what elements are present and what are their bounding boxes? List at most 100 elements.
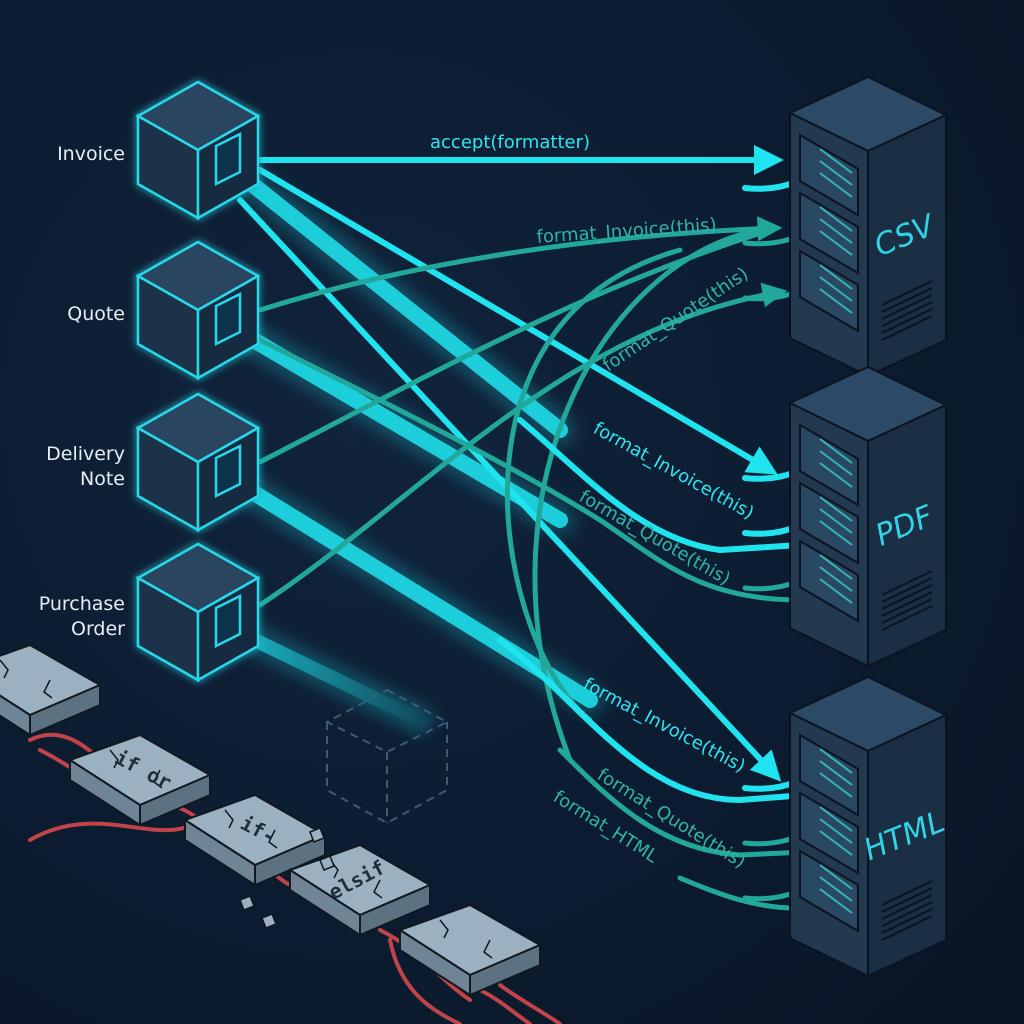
cube-port — [214, 291, 242, 347]
server-slot-code-line — [819, 450, 853, 476]
element-cube-purchase-order — [135, 542, 261, 683]
rubble-crack — [0, 659, 53, 699]
dispatch-beam — [221, 620, 427, 727]
formatter-server-csv: CSV — [787, 75, 949, 378]
message-arrows — [237, 145, 834, 911]
server-slot — [799, 849, 859, 933]
server-vent — [881, 887, 933, 913]
server-slot-code-line — [819, 806, 853, 832]
rubble-fragment — [319, 855, 335, 871]
server-slot-code-line — [819, 520, 853, 546]
server-slot-code-line — [819, 462, 853, 488]
html-quote-curve — [557, 747, 808, 858]
server-vent — [881, 598, 933, 624]
cube-port — [214, 593, 242, 649]
server-slot-code-line — [819, 864, 853, 890]
invoice-to-pdf-arrow — [257, 167, 778, 475]
server-slot-code-line — [819, 172, 853, 198]
server-vent — [881, 908, 933, 934]
server-slot-code-line — [819, 554, 853, 580]
server-slot-code-line — [819, 566, 853, 592]
element-label: Invoice — [57, 143, 125, 165]
rubble-block: if- — [182, 793, 328, 887]
server-slot — [799, 481, 859, 565]
server-vent — [881, 915, 933, 941]
dispatch-beam — [220, 157, 568, 438]
server-vent — [881, 577, 933, 603]
rubble-fragment — [261, 913, 277, 929]
server-slot-code-line — [819, 760, 853, 786]
element-label: Order — [71, 618, 125, 640]
server-vent — [881, 894, 933, 920]
server-slot-code-line — [819, 148, 853, 174]
ghost-element-cube — [324, 688, 450, 825]
cube-port — [214, 131, 242, 187]
server-slot — [799, 733, 859, 817]
quote-to-pdf-arrow — [237, 327, 803, 603]
message-label-accept: accept(formatter) — [430, 132, 590, 153]
server-vent — [881, 287, 933, 313]
server-slot-code-line — [819, 578, 853, 604]
server-slot-code-line — [819, 276, 853, 302]
server-vent — [881, 880, 933, 906]
rubble-crack — [439, 919, 493, 959]
server-slot-code-line — [819, 508, 853, 534]
rubble-crack — [109, 749, 163, 789]
pdf-invoice-curve — [517, 417, 803, 554]
quote-to-csv-arrow — [257, 216, 783, 313]
server-slot-code-line — [819, 818, 853, 844]
server-slot-code-line — [819, 264, 853, 290]
server-vent — [881, 605, 933, 631]
server-vent — [881, 301, 933, 327]
formatter-server-pdf: PDF — [787, 365, 949, 668]
server-slot — [799, 133, 859, 217]
rubble-block-side — [359, 883, 431, 937]
server-slot — [799, 539, 859, 623]
rubble-fragment — [239, 895, 255, 911]
element-cube-quote — [135, 240, 261, 381]
cube-port — [214, 443, 242, 499]
server-slot-code-line — [819, 876, 853, 902]
server-slot-code-line — [819, 888, 853, 914]
server-slot-code-line — [819, 748, 853, 774]
rubble-block-side — [29, 683, 101, 737]
server-slot-code-line — [819, 772, 853, 798]
server-slot — [799, 191, 859, 275]
element-label: Purchase — [39, 593, 125, 615]
server-slot-code-line — [819, 438, 853, 464]
server-slot-code-line — [819, 288, 853, 314]
ghost-cube-sides — [326, 722, 448, 825]
rubble-block-side — [139, 773, 211, 827]
server-slot-code-line — [819, 206, 853, 232]
server-slot — [799, 791, 859, 875]
rubble-block-side — [469, 943, 541, 997]
server-slot-code-line — [819, 830, 853, 856]
element-cube-delivery-note — [135, 392, 261, 533]
broken-wire — [498, 983, 562, 1024]
broken-wire — [388, 938, 462, 1024]
formatter-server-html: HTML — [787, 675, 950, 978]
server-vent — [881, 584, 933, 610]
server-slot — [799, 423, 859, 507]
server-vent — [881, 901, 933, 927]
rubble-block — [397, 903, 543, 997]
server-vent — [881, 315, 933, 341]
rubble-block: if or — [67, 733, 213, 827]
broken-wire — [478, 988, 532, 1024]
rubble-block — [0, 643, 103, 737]
purchase-to-csv-arrow — [257, 282, 788, 608]
server-slot-code-line — [819, 230, 853, 256]
ghost-cube-top — [324, 688, 450, 754]
element-label: Delivery — [46, 443, 125, 465]
loop-arc-2 — [504, 247, 683, 723]
rubble-fragment — [309, 827, 325, 843]
server-vent — [881, 308, 933, 334]
element-label: Quote — [67, 303, 125, 325]
rubble-block-side — [254, 833, 326, 887]
html-invoice-curve — [497, 637, 808, 804]
server-slot — [799, 249, 859, 333]
rubble-crack — [224, 809, 278, 849]
